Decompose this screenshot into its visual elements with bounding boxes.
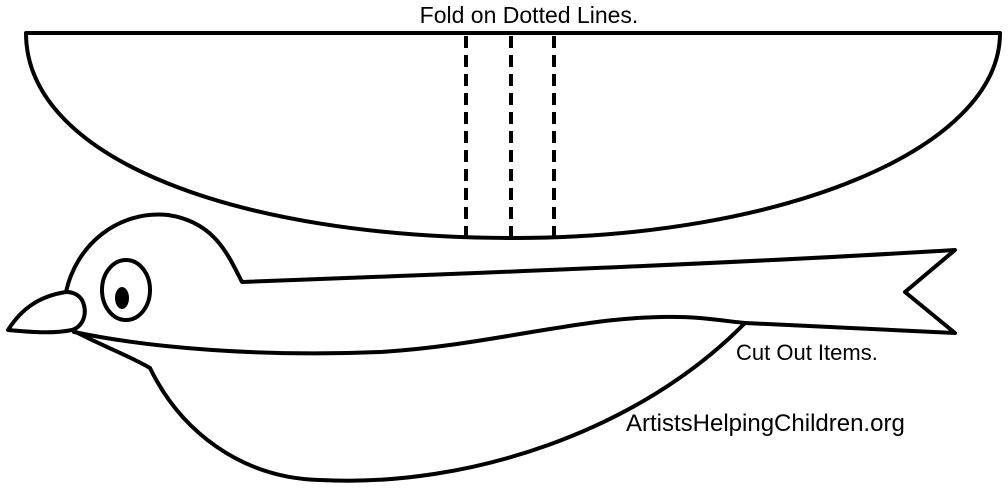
bird-beak — [6, 290, 87, 335]
fold-instruction-label: Fold on Dotted Lines. — [419, 2, 639, 28]
bird-eye-pupil — [115, 287, 129, 309]
website-label: ArtistsHelpingChildren.org — [626, 410, 905, 437]
bird-body-outline — [64, 212, 957, 483]
bird-belly-line — [72, 314, 747, 356]
cut-instruction-label: Cut Out Items. — [736, 340, 878, 365]
